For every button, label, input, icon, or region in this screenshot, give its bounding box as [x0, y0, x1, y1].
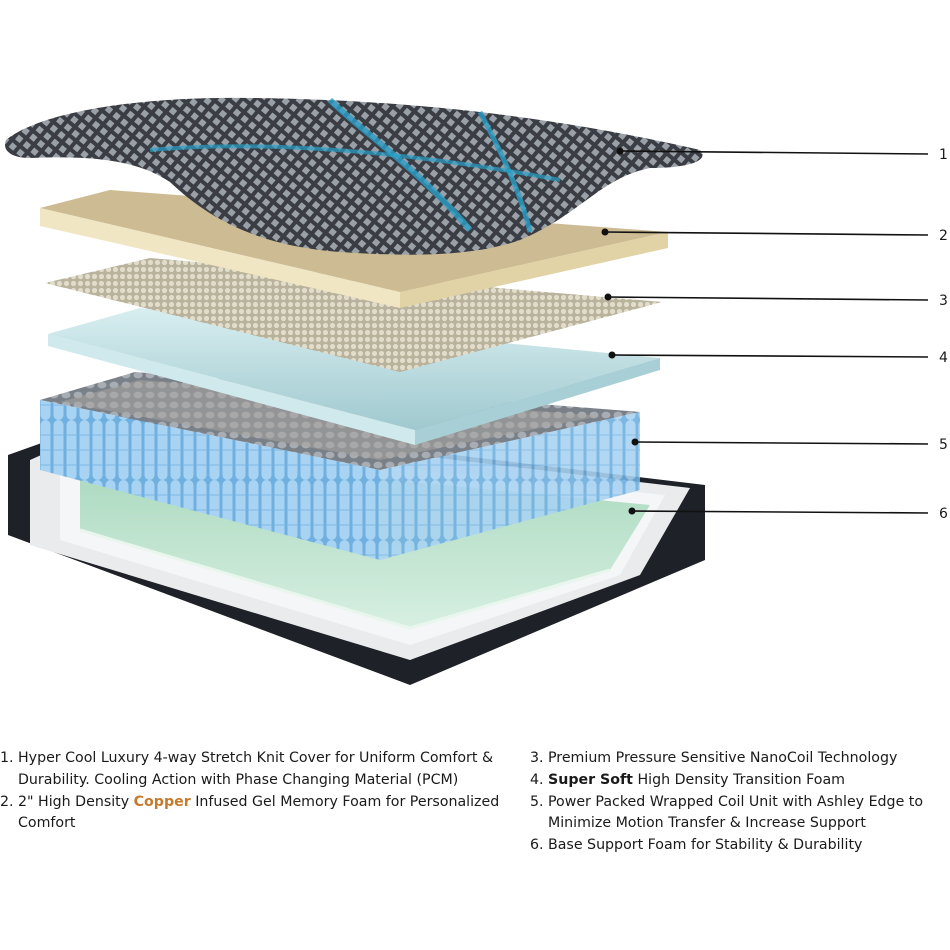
legend-text-pre: 2" High Density	[18, 793, 134, 810]
callout-number-4: 4	[939, 350, 948, 366]
callout-number-5: 5	[939, 437, 948, 453]
legend-number: 4.	[530, 771, 544, 788]
copper-highlight: Copper	[133, 793, 191, 810]
legend-text: 2" High Density Copper Infused Gel Memor…	[18, 792, 505, 836]
legend-text: Base Support Foam for Stability & Durabi…	[548, 837, 863, 854]
legend-number: 6.	[530, 837, 544, 854]
legend-left-column: 1. Hyper Cool Luxury 4-way Stretch Knit …	[0, 748, 505, 835]
legend-item-5: 5. Power Packed Wrapped Coil Unit with A…	[530, 792, 945, 836]
legend-text: Premium Pressure Sensitive NanoCoil Tech…	[548, 750, 898, 766]
legend-number: 3.	[530, 750, 544, 766]
callout-number-3: 3	[939, 293, 948, 309]
legend-text: Hyper Cool Luxury 4-way Stretch Knit Cov…	[18, 750, 494, 788]
nanocoil-layer	[45, 258, 662, 372]
callout-number-6: 6	[939, 506, 948, 522]
legend-right-column: 3. Premium Pressure Sensitive NanoCoil T…	[530, 748, 945, 857]
transition-foam	[48, 308, 660, 445]
legend-text-post: Infused Gel Memory Foam for Personalized…	[18, 793, 500, 832]
callout-number-2: 2	[939, 228, 948, 244]
legend-text: Power Packed Wrapped Coil Unit with Ashl…	[548, 793, 924, 832]
legend-item-6: 6. Base Support Foam for Stability & Dur…	[530, 835, 945, 857]
legend-number: 5.	[530, 793, 544, 810]
mattress-layers-diagram: 1 2 3 4 5 6	[5, 97, 948, 685]
super-soft-highlight: Super Soft	[548, 771, 633, 788]
legend-item-4: 4. Super Soft High Density Transition Fo…	[530, 770, 945, 792]
legend-item-3: 3. Premium Pressure Sensitive NanoCoil T…	[530, 748, 945, 770]
callout-numbers: 1 2 3 4 5 6	[939, 147, 948, 522]
legend-item-1: 1. Hyper Cool Luxury 4-way Stretch Knit …	[0, 748, 505, 792]
legend-number: 2.	[0, 793, 14, 810]
legend-number: 1.	[0, 750, 14, 766]
legend-text: Super Soft High Density Transition Foam	[548, 770, 945, 792]
callout-lines	[601, 147, 929, 515]
legend-text-post: High Density Transition Foam	[632, 771, 845, 788]
callout-number-1: 1	[939, 147, 948, 163]
knit-cover	[5, 97, 703, 255]
legend-item-2: 2. 2" High Density Copper Infused Gel Me…	[0, 792, 505, 836]
